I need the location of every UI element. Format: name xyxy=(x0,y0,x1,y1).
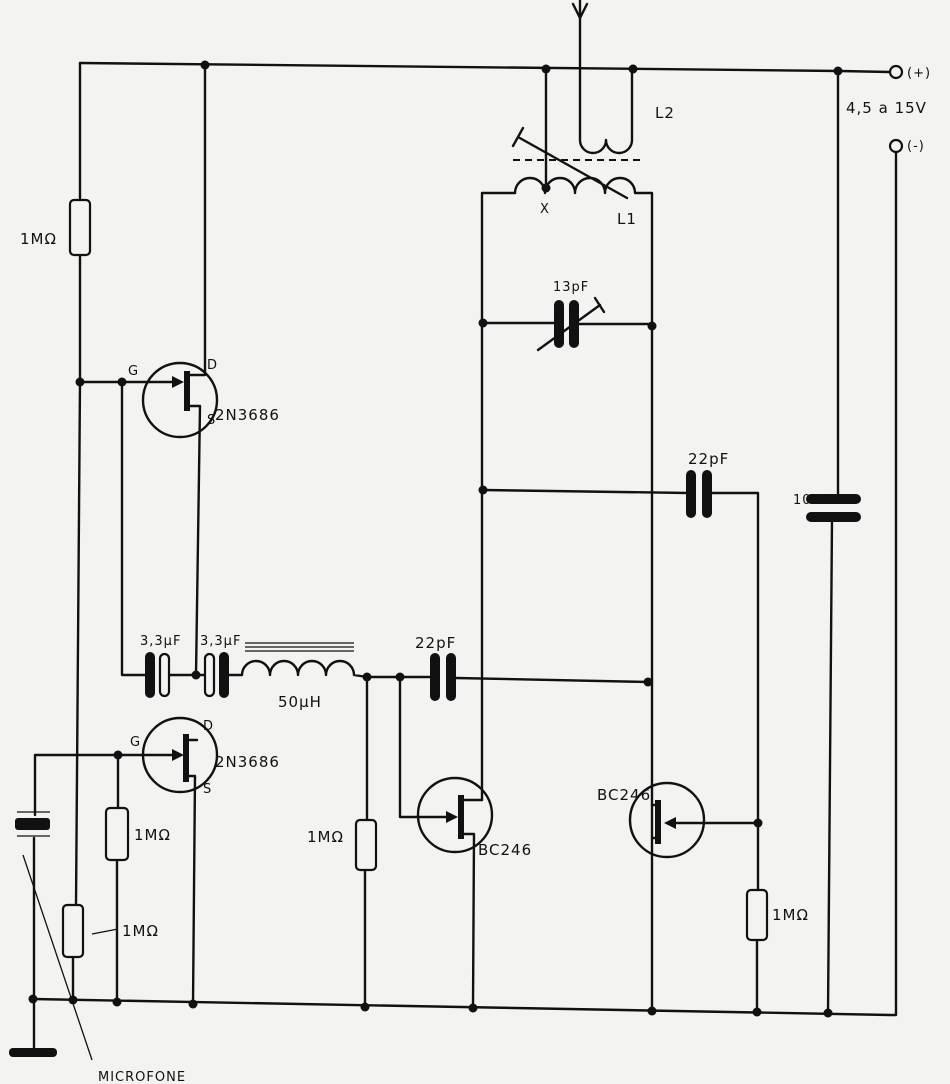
cap-c1-plate-solid xyxy=(145,652,155,698)
mid-resistor-wire xyxy=(363,675,369,1009)
leader-line xyxy=(91,928,119,935)
q1-channel xyxy=(184,371,190,411)
cap-bypass-plate-b xyxy=(806,512,861,522)
l1-tuning-arrow xyxy=(511,126,629,200)
negative-label: (-) xyxy=(907,139,925,154)
coil-l1 xyxy=(513,176,654,1012)
q2-gate-wire xyxy=(33,753,182,817)
q4-gate-arrow-icon xyxy=(664,817,676,829)
resistor-mid xyxy=(354,818,378,872)
q2-gate-arrow-icon xyxy=(172,749,184,761)
resistor-mid-label: 1MΩ xyxy=(307,828,344,846)
q4-drain-source-wires xyxy=(650,803,657,840)
choke-50uh xyxy=(227,659,437,679)
q2-channel xyxy=(183,734,189,782)
q1-transistor xyxy=(141,361,219,439)
q1-drain-source-wires xyxy=(188,64,207,677)
tank-left-wire xyxy=(480,191,517,802)
cap-c1-plate-hollow xyxy=(158,652,171,698)
q3-transistor xyxy=(416,776,494,854)
resistor-q2-gate-label: 1MΩ xyxy=(134,826,171,844)
cap-feedback-plate-a xyxy=(686,470,696,518)
q2-model-label: 2N3686 xyxy=(215,753,280,771)
q2-drain-label: D xyxy=(203,719,214,734)
q3-drain-source-wires xyxy=(462,798,484,1009)
tune-cap-arrow xyxy=(536,296,606,352)
q1-gate-label: G xyxy=(128,364,139,379)
q2-gate-resistor-wire xyxy=(115,753,120,1004)
microphone-icon xyxy=(15,818,50,830)
resistor-bottom-left-label: 1MΩ xyxy=(122,922,159,940)
q3-gate-wire xyxy=(398,675,457,819)
cap-bypass-plate-a xyxy=(806,494,861,504)
supply-voltage-label: 4,5 a 15V xyxy=(846,99,927,117)
cap-tune-plate-a xyxy=(554,300,564,348)
tune-cap-wire xyxy=(481,321,654,326)
antenna-icon xyxy=(571,2,589,20)
microphone-plates xyxy=(17,811,50,837)
q4-transistor xyxy=(628,781,706,859)
cap-c1-label: 3,3μF xyxy=(140,634,181,649)
junction-dots xyxy=(28,60,843,1018)
resistor-top-left-label: 1MΩ xyxy=(20,230,57,248)
negative-terminal[interactable] xyxy=(888,138,904,154)
resistor-bottom-left xyxy=(61,903,85,959)
cap-coupling-plate-b xyxy=(446,653,456,701)
q1-drain-label: D xyxy=(207,358,218,373)
cap-coupling-label: 22pF xyxy=(415,634,456,652)
q2-gate-label: G xyxy=(130,735,141,750)
resistor-right-label: 1MΩ xyxy=(772,906,809,924)
q3-channel xyxy=(458,795,464,839)
choke-label: 50μH xyxy=(278,693,322,711)
q4-channel xyxy=(655,800,661,844)
ground-rail xyxy=(31,150,898,1017)
resistor-top-left xyxy=(68,198,92,257)
cap-c2-label: 3,3μF xyxy=(200,634,241,649)
microphone-pointer xyxy=(22,854,93,1061)
cap-coupling-plate-a xyxy=(430,653,440,701)
microphone-label: MICROFONE xyxy=(98,1070,186,1084)
coil-l2 xyxy=(578,0,634,155)
cap-feedback-label: 22pF xyxy=(688,450,729,468)
feedback-wire xyxy=(481,488,760,1014)
positive-label: (+) xyxy=(907,66,931,81)
q1-source-label: S xyxy=(207,413,216,428)
q4-model-label: BC246 xyxy=(597,786,651,804)
cap-tune-label: 13pF xyxy=(553,280,589,295)
l2-label: L2 xyxy=(655,104,675,122)
bypass-cap-wire xyxy=(826,69,840,1015)
cap-feedback-plate-b xyxy=(702,470,712,518)
positive-terminal[interactable] xyxy=(888,64,904,80)
cap-c2-plate-solid xyxy=(219,652,229,698)
l1-label: L1 xyxy=(617,210,637,228)
coupling-wire xyxy=(454,676,650,684)
resistor-q2-gate xyxy=(104,806,130,862)
choke-core xyxy=(245,642,354,652)
q3-model-label: BC246 xyxy=(478,841,532,859)
ground-icon xyxy=(9,1048,57,1057)
q2-source-label: S xyxy=(203,782,212,797)
q1-gate-arrow-icon xyxy=(172,376,184,388)
cap-bypass-label: 10nF xyxy=(793,493,829,508)
q1-model-label: 2N3686 xyxy=(215,406,280,424)
q3-gate-arrow-icon xyxy=(446,811,458,823)
q1-gate-to-cap-wire xyxy=(120,380,152,677)
q2-drain-source-wires xyxy=(187,738,199,1007)
resistor-right xyxy=(745,888,769,942)
cap-c2-plate-hollow xyxy=(203,652,216,698)
tap-x-label: X xyxy=(540,202,550,217)
